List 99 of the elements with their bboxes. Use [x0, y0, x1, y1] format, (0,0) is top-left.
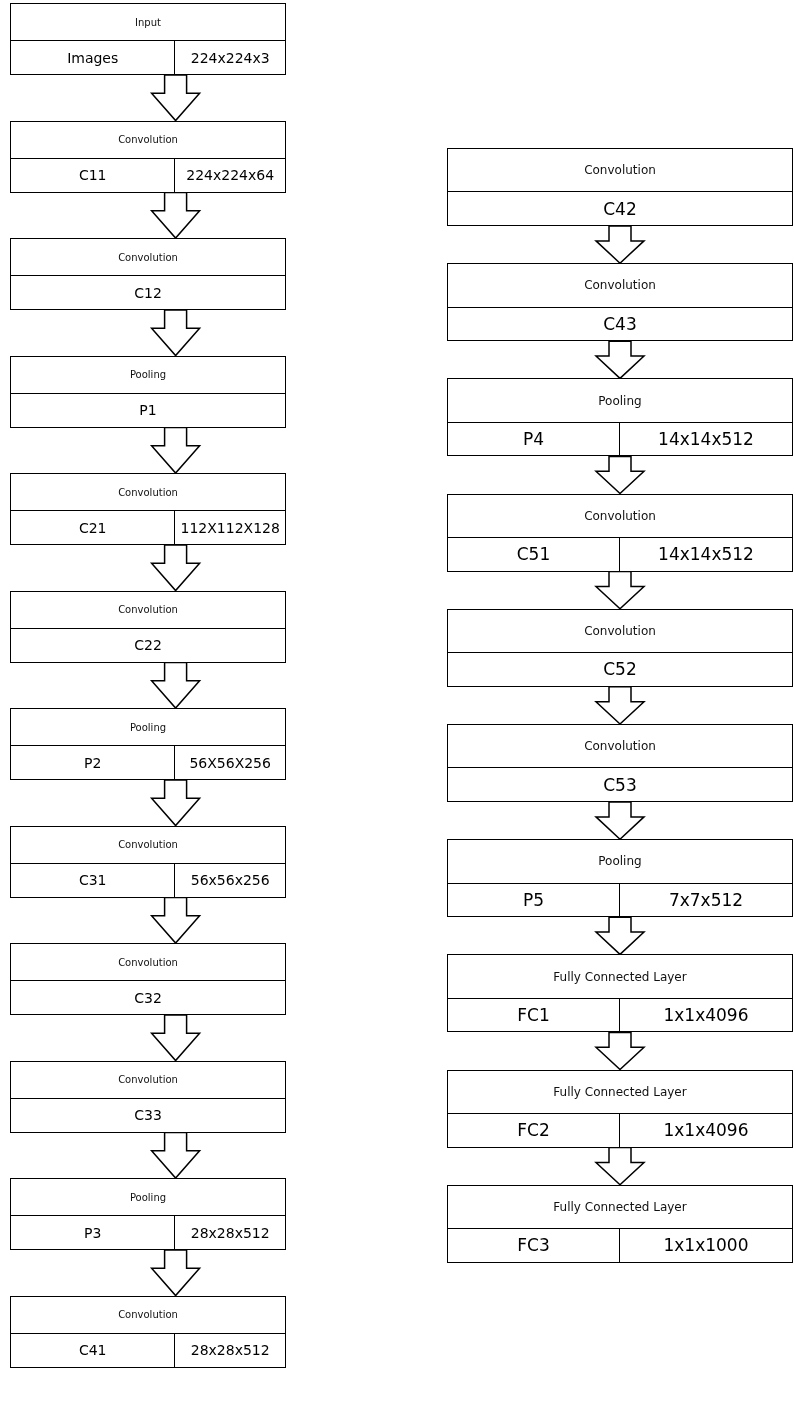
layer-box: [447, 1069, 793, 1148]
layer-type-label: Pooling: [448, 379, 792, 423]
output-size: 1x1x1000: [662, 1234, 750, 1258]
output-size: 56x56x256: [189, 871, 271, 891]
layer-name: P2: [11, 746, 176, 779]
block-arrow: [149, 1249, 202, 1297]
layer-name: C32: [133, 988, 163, 1008]
layer-box: [447, 378, 793, 457]
layer-name: C51: [448, 537, 620, 571]
layer-type-label: Convolution: [448, 725, 792, 769]
block-arrow: [149, 74, 202, 122]
layer-type-label: Pooling: [11, 1179, 285, 1217]
output-size: 1x1x4096: [662, 1119, 750, 1143]
block-arrow: [149, 661, 202, 710]
layer-name: C33: [133, 1106, 163, 1126]
output-size: 224x224x64: [185, 166, 276, 186]
layer-name: P4: [448, 422, 620, 456]
layer-name: C42: [602, 197, 638, 221]
layer-box: [10, 1295, 286, 1368]
output-size: 14x14x512: [657, 428, 755, 452]
output-size: 28x28x512: [189, 1223, 271, 1243]
layer-type-label: Convolution: [448, 149, 792, 193]
output-size: 112X112X128: [179, 518, 281, 538]
layer-name: C11: [11, 158, 176, 192]
block-arrow: [594, 801, 646, 841]
layer-box: [10, 590, 286, 663]
layer-name: P5: [448, 883, 620, 917]
output-size: 14x14x512: [657, 543, 755, 567]
block-arrow: [149, 191, 202, 240]
layer-type-label: Convolution: [11, 239, 285, 277]
layer-box: [10, 238, 286, 310]
layer-box: [10, 1178, 286, 1250]
layer-type-label: Convolution: [448, 494, 792, 538]
layer-name: FC1: [448, 998, 620, 1032]
layer-type-label: Input: [11, 4, 285, 42]
layer-name: C22: [133, 636, 163, 656]
block-arrow: [594, 340, 646, 380]
block-arrow: [149, 1131, 202, 1180]
layer-box: [10, 708, 286, 780]
layer-name: C12: [133, 283, 163, 303]
layer-name: C53: [602, 773, 638, 797]
block-arrow: [149, 309, 202, 357]
block-arrow: [594, 1031, 646, 1071]
layer-box: [447, 1184, 793, 1263]
layer-box: [10, 825, 286, 898]
layer-name: C31: [11, 863, 176, 897]
layer-box: [447, 839, 793, 918]
layer-type-label: Fully Connected Layer: [448, 955, 792, 999]
layer-name: FC3: [448, 1229, 620, 1262]
layer-type-label: Fully Connected Layer: [448, 1070, 792, 1114]
layer-type-label: Convolution: [11, 591, 285, 629]
block-arrow: [594, 1146, 646, 1186]
layer-box: [447, 608, 793, 687]
output-size: 1x1x4096: [662, 1004, 750, 1028]
block-arrow: [149, 426, 202, 475]
layer-name: C52: [602, 658, 638, 682]
output-size: 56X56X256: [188, 753, 272, 773]
block-arrow: [594, 916, 646, 956]
layer-box: [10, 120, 286, 193]
layer-type-label: Convolution: [11, 474, 285, 512]
layer-type-label: Fully Connected Layer: [448, 1185, 792, 1230]
block-arrow: [149, 896, 202, 945]
layer-type-label: Convolution: [11, 826, 285, 864]
layer-box: [10, 1060, 286, 1133]
layer-type-label: Pooling: [11, 709, 285, 747]
block-arrow: [149, 779, 202, 827]
layer-name: Images: [11, 41, 176, 74]
output-size: 224x224x3: [189, 48, 271, 68]
layer-name: FC2: [448, 1113, 620, 1147]
layer-box: [10, 3, 286, 75]
block-arrow: [594, 570, 646, 610]
layer-name: C43: [602, 312, 638, 336]
layer-box: [10, 943, 286, 1015]
block-arrow: [594, 225, 646, 265]
layer-box: [10, 473, 286, 545]
layer-box: [447, 148, 793, 226]
layer-box: [447, 263, 793, 342]
layer-name: C41: [11, 1333, 176, 1367]
layer-type-label: Convolution: [11, 944, 285, 982]
block-arrow: [149, 544, 202, 592]
layer-name: C21: [11, 511, 176, 544]
layer-box: [447, 724, 793, 802]
layer-box: [447, 493, 793, 572]
layer-name: P3: [11, 1216, 176, 1249]
layer-type-label: Convolution: [11, 1296, 285, 1334]
layer-box: [447, 954, 793, 1033]
layer-box: [10, 355, 286, 428]
layer-type-label: Convolution: [448, 264, 792, 308]
layer-type-label: Pooling: [448, 840, 792, 884]
layer-name: P1: [138, 401, 158, 421]
layer-type-label: Convolution: [11, 121, 285, 159]
block-arrow: [149, 1014, 202, 1062]
layer-type-label: Convolution: [448, 609, 792, 654]
output-size: 7x7x512: [667, 888, 745, 912]
layer-type-label: Pooling: [11, 356, 285, 394]
layer-type-label: Convolution: [11, 1061, 285, 1099]
block-arrow: [594, 686, 646, 726]
output-size: 28x28x512: [189, 1341, 271, 1361]
block-arrow: [594, 455, 646, 495]
